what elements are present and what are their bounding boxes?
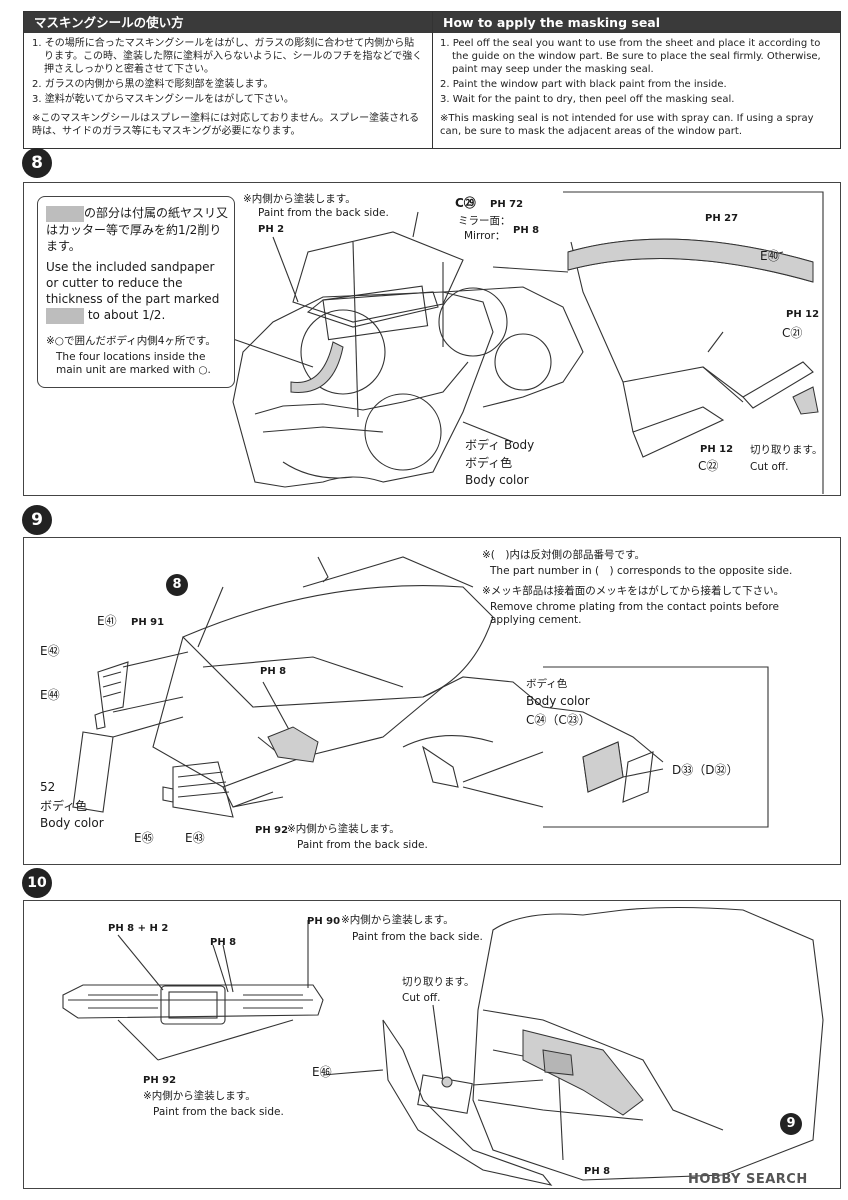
step-8-ph8: PH 8 — [513, 225, 540, 236]
step-10-badge: 10 — [22, 868, 52, 898]
step-9-bodycolor-jp: ボディ色 — [40, 799, 88, 813]
step-9-back-en: Paint from the back side. — [297, 839, 428, 851]
step-10-back2-jp: ※内側から塗装します。 — [143, 1090, 256, 1102]
step-8-c29: C㉙ — [455, 196, 476, 210]
step-9-e42: E㊷ — [40, 644, 60, 658]
seal-jp-step-2: 2. ガラスの内側から黒の塗料で彫刻部を塗装します。 — [32, 79, 274, 90]
step-9-e44: E㊹ — [40, 688, 60, 702]
step-9-ph8: PH 8 — [260, 666, 287, 677]
step-10-e46: E㊻ — [312, 1065, 332, 1079]
step-8-illustration — [212, 191, 824, 494]
seal-title-jp: マスキングシールの使い方 — [24, 12, 432, 33]
masking-seal-instructions: マスキングシールの使い方 How to apply the masking se… — [23, 11, 841, 149]
step-8-mirror-en: Mirror： — [464, 230, 506, 242]
gray-swatch — [46, 205, 84, 222]
seal-jp-note: ※このマスキングシールはスプレー塗料には対応しておりません。スプレー塗装される時… — [32, 113, 420, 137]
step-10-ph8h2: PH 8 + H 2 — [108, 923, 169, 934]
step-8-mirror-jp: ミラー面： — [458, 215, 511, 227]
step-8-note-jp2: ※○で囲んだボディ内側4ヶ所です。 — [46, 335, 216, 347]
step-8-ph72: PH 72 — [490, 199, 524, 210]
step-9-d33: D㉝（D㉜） — [672, 763, 739, 777]
step-10-illustration — [62, 906, 824, 1186]
step-10-ph90: PH 90 — [307, 916, 341, 927]
step-9-e45: E㊺ — [134, 831, 154, 845]
step-8-ph27: PH 27 — [705, 213, 739, 224]
step-8-ph12b: PH 12 — [700, 444, 734, 455]
step-10-panel — [23, 900, 841, 1189]
seal-jp-body: 1. その場所に合ったマスキングシールをはがし、ガラスの彫刻に合わせて内側から貼… — [32, 37, 424, 140]
step-8-back-en: Paint from the back side. — [258, 207, 389, 219]
step-8-cutoff-en: Cut off. — [750, 461, 789, 473]
seal-divider — [432, 12, 433, 148]
step-10-sub-badge: 9 — [780, 1113, 802, 1135]
step-8-c22: C㉒ — [698, 459, 719, 473]
step-8-note-en2: The four locations inside the main unit … — [56, 351, 211, 376]
step-8-e40: E㊵ — [760, 249, 780, 263]
step-8-ph12a: PH 12 — [786, 309, 820, 320]
step-9-ph91: PH 91 — [131, 617, 165, 628]
seal-jp-step-1: 1. その場所に合ったマスキングシールをはがし、ガラスの彫刻に合わせて内側から貼… — [32, 38, 423, 75]
seal-en-step-1: 1. Peel off the seal you want to use fro… — [440, 38, 821, 75]
step-9-note1-en: The part number in ( ) corresponds to th… — [490, 565, 793, 577]
step-8-bodycolor-en: Body color — [465, 473, 529, 487]
seal-en-note: ※This masking seal is not intended for u… — [440, 113, 814, 137]
step-10-back-en: Paint from the back side. — [352, 931, 483, 943]
step-9-c24: C㉔（C㉓） — [526, 713, 591, 727]
step-9-e41: E㊶ — [97, 614, 117, 628]
step-9-badge: 9 — [22, 505, 52, 535]
step-9-mirror-bodycolor-jp: ボディ色 — [526, 678, 568, 690]
step-10-back-jp: ※内側から塗装します。 — [341, 914, 454, 926]
seal-jp-step-3: 3. 塗料が乾いてからマスキングシールをはがして下さい。 — [32, 94, 294, 105]
step-9-note2-en: Remove chrome plating from the contact p… — [490, 601, 779, 626]
step-10-back2-en: Paint from the back side. — [153, 1106, 284, 1118]
step-8-cutoff-jp: 切り取ります。 — [750, 444, 823, 456]
hobbysearch-watermark: HOBBY SEARCH — [688, 1172, 808, 1187]
step-9-bodycolor-en: Body color — [40, 816, 104, 830]
step-9-mirror-bodycolor-en: Body color — [526, 694, 590, 708]
step-9-note2-jp: ※メッキ部品は接着面のメッキをはがしてから接着して下さい。 — [482, 585, 785, 597]
step-8-badge: 8 — [22, 148, 52, 178]
step-10-cutoff-en: Cut off. — [402, 992, 441, 1004]
step-8-body-label: ボディ Body — [465, 438, 535, 452]
step-8-note-en1: Use the included sandpaper or cutter to … — [46, 260, 220, 324]
step-9-illustration — [72, 556, 769, 828]
seal-en-step-3: 3. Wait for the paint to dry, then peel … — [440, 94, 735, 105]
step-10-ph8: PH 8 — [210, 937, 237, 948]
gray-swatch — [46, 307, 84, 324]
step-8-bodycolor-jp: ボディ色 — [465, 456, 513, 470]
step-8-ph2: PH 2 — [258, 224, 285, 235]
step-8-back-jp: ※内側から塗装します。 — [243, 193, 356, 205]
step-8-note-box: の部分は付属の紙ヤスリ又はカッター等で厚みを約1/2削ります。 Use the … — [37, 196, 235, 388]
seal-en-body: 1. Peel off the seal you want to use fro… — [440, 37, 834, 140]
step-8-note-jp1: の部分は付属の紙ヤスリ又はカッター等で厚みを約1/2削ります。 — [46, 205, 229, 253]
step-9-sub-badge: 8 — [166, 574, 188, 596]
step-9-back-jp: ※内側から塗装します。 — [287, 823, 400, 835]
step-10-ph8b: PH 8 — [584, 1166, 611, 1177]
step-9-e43: E㊸ — [185, 831, 205, 845]
step-9-part-52: 52 — [40, 780, 56, 794]
step-9-panel — [23, 537, 841, 865]
step-9-note1-jp: ※( )内は反対側の部品番号です。 — [482, 549, 645, 561]
step-9-ph92: PH 92 — [255, 825, 289, 836]
seal-en-step-2: 2. Paint the window part with black pain… — [440, 79, 727, 90]
step-8-c21: C㉑ — [782, 326, 803, 340]
step-10-cutoff-jp: 切り取ります。 — [402, 976, 475, 988]
seal-title-en: How to apply the masking seal — [433, 12, 840, 33]
step-10-ph92: PH 92 — [143, 1075, 177, 1086]
